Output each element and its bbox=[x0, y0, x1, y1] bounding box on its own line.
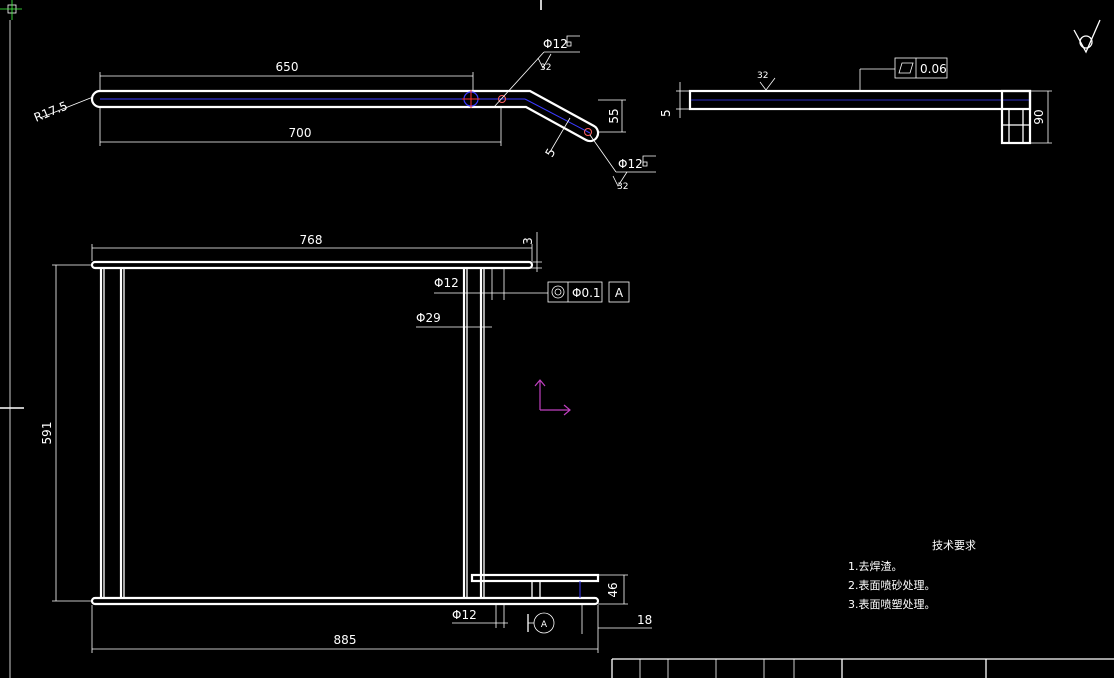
hole-callout-upper: Φ12 32 bbox=[493, 35, 580, 108]
radius-label: R17.5 bbox=[32, 99, 70, 125]
side-rough-label: 32 bbox=[757, 71, 768, 81]
dim-591: 591 bbox=[40, 264, 92, 602]
dim-phi12-bottom: Φ12 bbox=[452, 605, 508, 628]
top-view bbox=[90, 89, 600, 143]
tech-item-3: 3.表面喷塑处理。 bbox=[848, 597, 936, 611]
tech-item-2: 2.表面喷砂处理。 bbox=[848, 578, 936, 592]
dim-591-label: 591 bbox=[40, 422, 54, 445]
coaxiality-value: Φ0.1 bbox=[572, 286, 601, 300]
hole-lower-label: Φ12 bbox=[618, 157, 643, 171]
dim-46-label: 46 bbox=[606, 582, 620, 597]
dim-55-label: 55 bbox=[607, 108, 621, 123]
dim-885: 885 bbox=[91, 605, 599, 653]
dim-18-label: 18 bbox=[637, 613, 652, 627]
tech-item-1: 1.去焊渣。 bbox=[848, 559, 903, 573]
dim-18: 18 bbox=[581, 605, 652, 634]
datum-a-symbol: A bbox=[527, 612, 555, 634]
dim-768: 768 bbox=[91, 233, 533, 261]
dim-700-label: 700 bbox=[289, 126, 312, 140]
dim-650-label: 650 bbox=[276, 60, 299, 74]
dim-46: 46 bbox=[598, 574, 628, 605]
side-roughness: 32 bbox=[757, 71, 776, 91]
dim-700: 700 bbox=[99, 108, 502, 146]
hole-callout-lower: Φ12 32 bbox=[589, 134, 656, 192]
flatness-tolerance: 0.06 bbox=[859, 57, 948, 91]
dim-phi12-top: Φ12 bbox=[434, 268, 548, 300]
radius-dim: R17.5 bbox=[32, 96, 94, 125]
side-dim-90: 90 bbox=[1031, 90, 1052, 144]
dim-phi29-label: Φ29 bbox=[416, 311, 441, 325]
dim-5-slanted-label: 5 bbox=[542, 146, 558, 160]
side-dim-90-label: 90 bbox=[1032, 109, 1046, 124]
side-dim-5: 5 bbox=[659, 82, 689, 118]
dim-phi12-top-label: Φ12 bbox=[434, 276, 459, 290]
dim-55: 55 bbox=[598, 99, 626, 133]
datum-ref: A bbox=[615, 286, 624, 300]
side-dim-5-label: 5 bbox=[659, 109, 673, 117]
side-view bbox=[688, 89, 1032, 145]
overall-roughness-symbol bbox=[1073, 19, 1101, 54]
dim-768-label: 768 bbox=[300, 233, 323, 247]
dim-650: 650 bbox=[99, 60, 474, 90]
front-view bbox=[90, 260, 600, 606]
dim-3-label: 3 bbox=[521, 237, 535, 245]
hole-upper-label: Φ12 bbox=[543, 37, 568, 51]
dim-phi29: Φ29 bbox=[416, 311, 492, 328]
tech-title: 技术要求 bbox=[932, 539, 976, 552]
title-block bbox=[611, 658, 1114, 678]
dim-phi12-bottom-label: Φ12 bbox=[452, 608, 477, 622]
rough-lower-label: 32 bbox=[617, 182, 628, 192]
rough-upper-label: 32 bbox=[540, 63, 551, 73]
dim-3: 3 bbox=[520, 232, 542, 272]
tech-requirements: 技术要求 1.去焊渣。 2.表面喷砂处理。 3.表面喷塑处理。 bbox=[848, 539, 976, 611]
datum-a-label: A bbox=[541, 620, 548, 630]
coaxiality-tolerance: Φ0.1 A bbox=[547, 281, 630, 303]
flatness-value: 0.06 bbox=[920, 62, 947, 76]
dim-885-label: 885 bbox=[334, 633, 357, 647]
cursor-crosshair bbox=[0, 0, 22, 20]
ucs-icon bbox=[534, 379, 571, 416]
